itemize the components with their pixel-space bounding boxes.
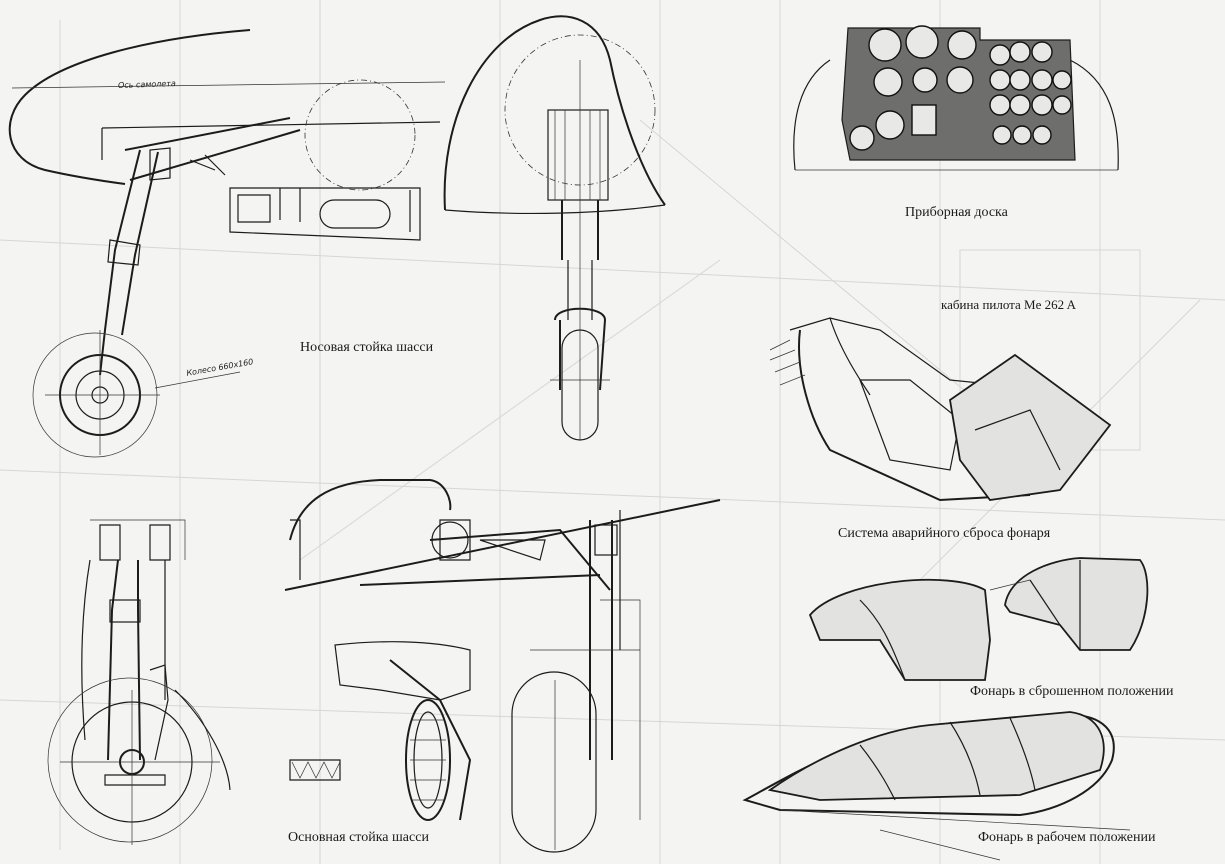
nose-gear-front-view bbox=[443, 15, 666, 441]
nose-gear-caption: Носовая стойка шасси bbox=[300, 340, 434, 355]
cockpit-sketch bbox=[769, 317, 1112, 502]
canopy-jettison-caption: Система аварийного сброса фонаря bbox=[838, 526, 1051, 541]
nose-gear-side-view bbox=[8, 29, 446, 458]
main-gear-caption: Основная стойка шасси bbox=[288, 830, 429, 845]
canopy-jettisoned-sketch bbox=[808, 557, 1149, 681]
canopy-working-caption: Фонарь в рабочем положении bbox=[978, 830, 1156, 845]
instrument-panel-caption: Приборная доска bbox=[905, 205, 1008, 220]
instrument-panel bbox=[793, 25, 1119, 171]
cockpit-caption: кабина пилота Me 262 A bbox=[941, 297, 1077, 312]
main-gear-front-view bbox=[47, 519, 231, 845]
main-gear-side-view bbox=[284, 479, 721, 853]
main-gear-photo-sketch bbox=[289, 641, 472, 821]
canopy-working-sketch bbox=[742, 711, 1131, 861]
canopy-jettisoned-caption: Фонарь в сброшенном положении bbox=[970, 684, 1174, 699]
